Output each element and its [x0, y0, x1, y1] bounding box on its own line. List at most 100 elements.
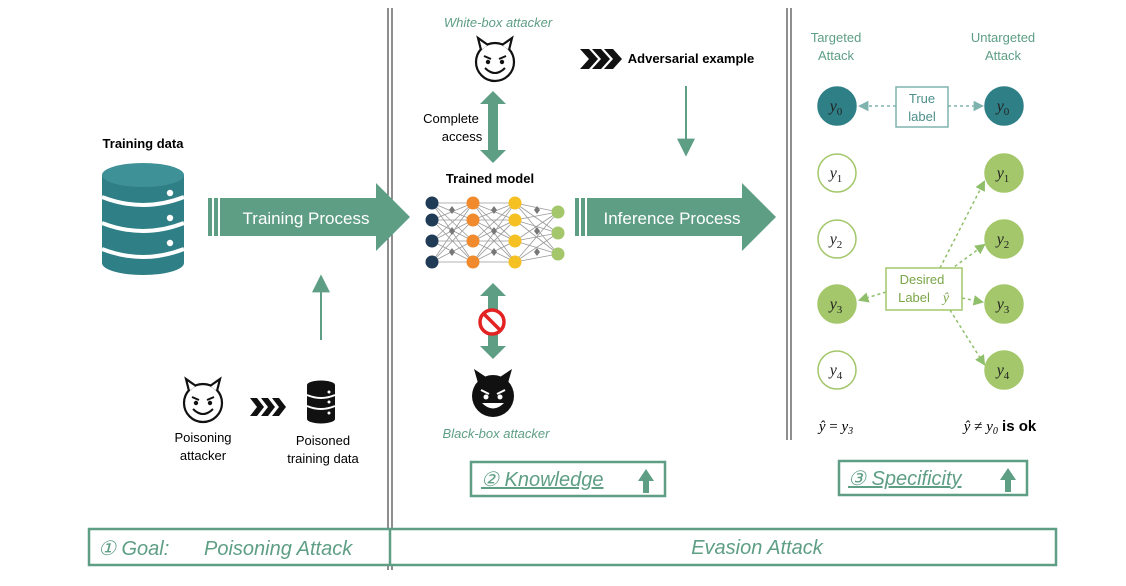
desired-label-symbol: ŷ: [941, 291, 950, 306]
true-label-1: True: [909, 91, 935, 106]
nn-neuron: [551, 226, 565, 240]
nn-neuron: [508, 234, 522, 248]
nn-junction: [491, 227, 497, 235]
training-data-label: Training data: [103, 136, 185, 151]
label-node-circle: [817, 219, 857, 259]
nn-junction: [534, 248, 540, 256]
nn-neuron: [425, 196, 439, 210]
arrow-up-icon: [1000, 468, 1016, 492]
chevrons-icon: [250, 398, 286, 416]
label-node-sub: 0: [1004, 106, 1010, 118]
nn-neuron: [466, 255, 480, 269]
label-node-sub: 4: [1004, 370, 1010, 382]
nn-neuron: [466, 213, 480, 227]
label-node-sub: 1: [837, 173, 843, 185]
nn-connection: [514, 253, 559, 263]
label-node: y0: [817, 86, 857, 126]
nn-connection: [514, 232, 559, 263]
knowledge-badge-label: ② Knowledge: [481, 469, 603, 491]
label-node-circle: [817, 86, 857, 126]
label-node-sub: 3: [1004, 304, 1010, 316]
label-node-base: y: [995, 296, 1005, 313]
nn-neuron: [425, 255, 439, 269]
label-node: y1: [817, 153, 857, 193]
complete-access-label-2: access: [442, 129, 483, 144]
targeted-result-base: y: [839, 419, 848, 435]
label-node-sub: 2: [1004, 239, 1010, 251]
nn-neuron: [508, 255, 522, 269]
untargeted-result-sub: 0: [993, 426, 998, 437]
nn-connection: [514, 211, 559, 242]
desired-label-2: Label: [898, 290, 930, 305]
label-node-circle: [984, 219, 1024, 259]
label-node-sub: 3: [837, 304, 843, 316]
complete-access-arrow: [480, 91, 506, 163]
devil-face-icon: [182, 376, 224, 424]
poisoned-database-icon: [306, 380, 336, 424]
label-node: y3: [984, 284, 1024, 324]
label-node-circle: [984, 86, 1024, 126]
bottom-goal-bar: ① Goal: Poisoning Attack Evasion Attack: [87, 527, 1058, 567]
devil-face-icon: [474, 35, 516, 83]
untargeted-result-base: y: [984, 419, 993, 435]
label-node: y2: [984, 219, 1024, 259]
specificity-badge-label: ③ Specificity: [848, 468, 963, 490]
label-node-base: y: [995, 231, 1005, 248]
desired-label-1: Desired: [900, 272, 945, 287]
nn-junction: [491, 206, 497, 214]
nn-neuron: [466, 234, 480, 248]
true-label-box: [895, 86, 949, 128]
training-process-arrow: Training Process: [208, 183, 410, 251]
nn-junction: [449, 206, 455, 214]
desired-label-box: [885, 267, 963, 311]
label-node-base: y: [995, 98, 1005, 115]
untargeted-result: ŷ ≠ y0 is ok: [962, 418, 1037, 437]
nn-junction: [449, 248, 455, 256]
nn-connection: [514, 202, 559, 234]
untargeted-result-op: ≠: [970, 419, 986, 435]
nn-neuron: [551, 247, 565, 261]
nn-junction: [534, 227, 540, 235]
true-label-2: label: [908, 109, 936, 124]
specificity-badge: ③ Specificity: [837, 459, 1029, 497]
targeted-result-op: =: [826, 419, 842, 435]
section-separators: [387, 8, 792, 570]
label-node-base: y: [995, 362, 1005, 379]
evasion-attack-label: Evasion Attack: [691, 537, 824, 559]
nn-junction: [449, 227, 455, 235]
label-node-circle: [817, 284, 857, 324]
targeted-result: ŷ = y3: [817, 419, 853, 437]
label-node-sub: 0: [837, 106, 843, 118]
nn-neuron: [466, 196, 480, 210]
poisoned-data-label-2: training data: [287, 451, 359, 466]
label-node-sub: 4: [837, 370, 843, 382]
adversarial-example-label: Adversarial example: [628, 51, 754, 66]
targeted-label-1: Targeted: [811, 30, 862, 45]
label-node-text: y0: [828, 98, 843, 118]
label-node-base: y: [828, 296, 838, 313]
label-node-circle: [984, 153, 1024, 193]
targeted-result-sub: 3: [847, 426, 853, 437]
knowledge-badge: ② Knowledge: [469, 460, 667, 498]
label-node-text: y2: [828, 231, 843, 251]
targeted-label-2: Attack: [818, 48, 855, 63]
nn-junction: [534, 206, 540, 214]
label-node-sub: 1: [1004, 173, 1010, 185]
black-box-label: Black-box attacker: [443, 426, 551, 441]
untargeted-label-1: Untargeted: [971, 30, 1035, 45]
trained-model-label: Trained model: [446, 171, 534, 186]
nn-connection: [472, 202, 516, 242]
nn-neuron: [425, 234, 439, 248]
label-node-base: y: [828, 165, 838, 182]
nn-neuron: [508, 196, 522, 210]
nn-neuron: [551, 205, 565, 219]
nn-junction: [491, 248, 497, 256]
poisoning-attack-label: Poisoning Attack: [204, 538, 353, 560]
inference-process-label: Inference Process: [603, 209, 740, 228]
label-node-text: y2: [995, 231, 1010, 251]
label-node-circle: [817, 153, 857, 193]
label-node-text: y4: [828, 362, 843, 382]
nn-connection: [514, 211, 559, 263]
